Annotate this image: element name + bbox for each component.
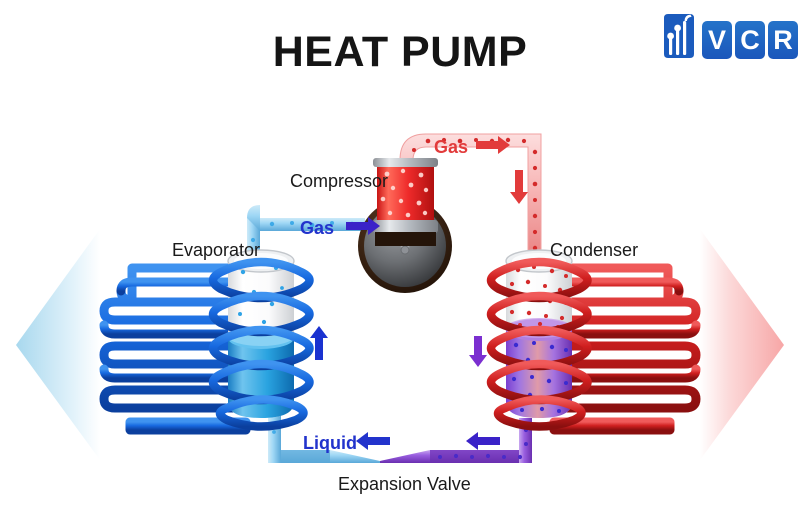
heat-source-in-arrow [16,229,100,460]
heat-sink-out-arrow [700,229,784,460]
label-compressor: Compressor [290,171,389,191]
expansion-valve [330,450,430,463]
evaporator-up-arrow [310,326,328,360]
evaporator-helix-coil [208,257,314,431]
liquid-left-arrow [356,432,390,450]
label-gas-hot: Gas [434,137,469,157]
evaporator-serpentine-coil [99,263,251,435]
discharge-down-arrow [510,170,528,204]
label-evaporator: Evaporator [172,240,261,260]
condenser-serpentine-coil [549,263,701,435]
compressor-bubbles [380,168,429,218]
gas-cold-right-arrow [346,217,380,235]
compressor-unit [358,158,452,293]
label-gas-cold: Gas [300,218,335,238]
label-liquid: Liquid [303,433,357,453]
logo-letter-r: R [768,21,798,59]
logo-letter-v: V [702,21,732,59]
liquid-left-arrow-mid [466,432,500,450]
liquid-bubbles-purple [438,427,529,460]
gas-hot-right-arrow [476,136,510,154]
page-title: HEAT PUMP [272,28,528,76]
label-expansion-valve: Expansion Valve [338,474,471,494]
condenser-helix-coil [486,257,592,431]
vcr-logo[interactable]: V C R [660,12,798,64]
circuit-probe-icon [664,14,694,58]
label-condenser: Condenser [550,240,639,260]
condenser-down-arrow [469,336,487,367]
logo-letter-c: C [735,21,765,59]
